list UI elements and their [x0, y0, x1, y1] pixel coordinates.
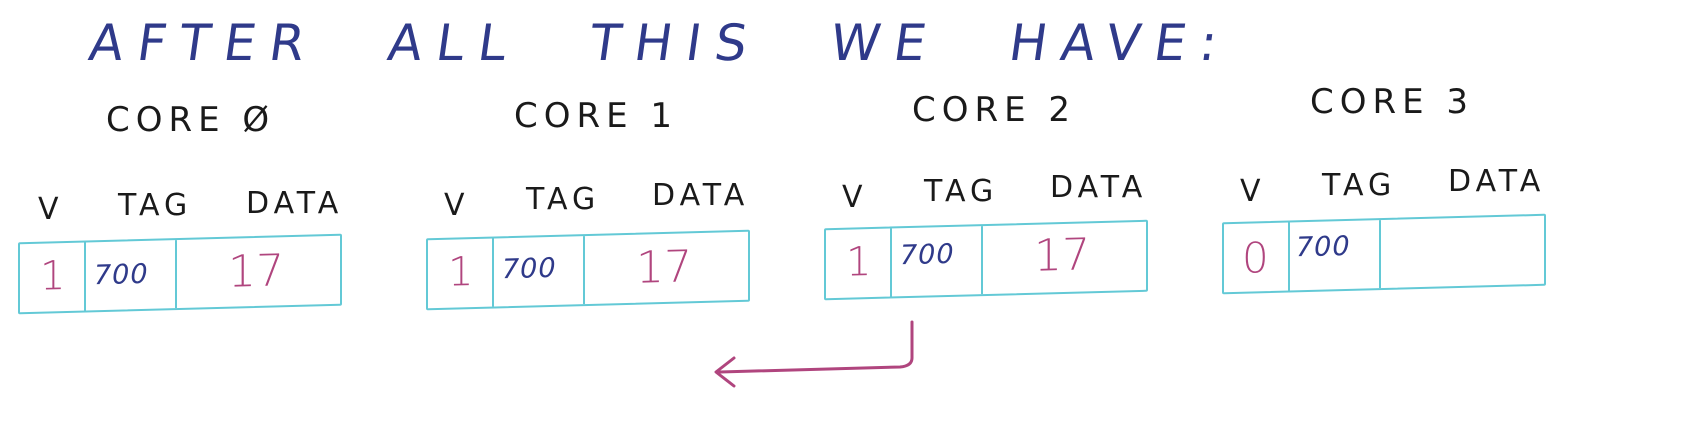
- valid-bit-label: V: [444, 188, 470, 223]
- tag-value: 700: [900, 238, 955, 272]
- cache-line: 1 700 17: [426, 229, 750, 311]
- data-label: DATA: [1448, 164, 1546, 199]
- transfer-arrow-icon: [714, 320, 914, 388]
- core-0: CORE Ø V TAG DATA 1 700 17: [18, 100, 398, 360]
- tag-label: TAG: [924, 174, 999, 209]
- core-title: CORE 1: [514, 96, 679, 136]
- tag-label: TAG: [118, 188, 193, 223]
- data-label: DATA: [1050, 170, 1148, 205]
- valid-bit-label: V: [38, 192, 64, 227]
- data-cell: [1381, 216, 1545, 288]
- valid-bit-label: V: [842, 180, 868, 215]
- tag-label: TAG: [526, 182, 601, 217]
- data-label: DATA: [246, 186, 344, 221]
- diagram-heading: AFTER ALL THIS WE HAVE:: [85, 14, 1235, 72]
- tag-value: 700: [94, 258, 149, 292]
- data-value: 17: [1034, 229, 1090, 282]
- data-value: 17: [636, 241, 692, 294]
- core-2: CORE 2 V TAG DATA 1 700 17: [824, 90, 1204, 350]
- data-label: DATA: [652, 178, 750, 213]
- core-1: CORE 1 V TAG DATA 1 700 17: [426, 96, 806, 356]
- tag-value: 700: [1296, 230, 1351, 264]
- tag-label: TAG: [1322, 168, 1397, 203]
- cache-line: 1 700 17: [824, 219, 1148, 301]
- cache-line: 0 700: [1222, 213, 1546, 295]
- valid-bit-value: 1: [846, 238, 872, 286]
- valid-bit-label: V: [1240, 174, 1266, 209]
- valid-bit-value: 1: [40, 252, 66, 300]
- core-title: CORE 2: [912, 90, 1077, 130]
- core-title: CORE Ø: [106, 100, 276, 140]
- cache-line: 1 700 17: [18, 233, 342, 315]
- data-value: 17: [228, 245, 284, 298]
- tag-value: 700: [502, 252, 557, 286]
- core-title: CORE 3: [1310, 82, 1475, 122]
- valid-bit-value: 1: [448, 248, 474, 296]
- core-3: CORE 3 V TAG DATA 0 700: [1222, 82, 1602, 342]
- valid-bit-value: 0: [1242, 233, 1269, 283]
